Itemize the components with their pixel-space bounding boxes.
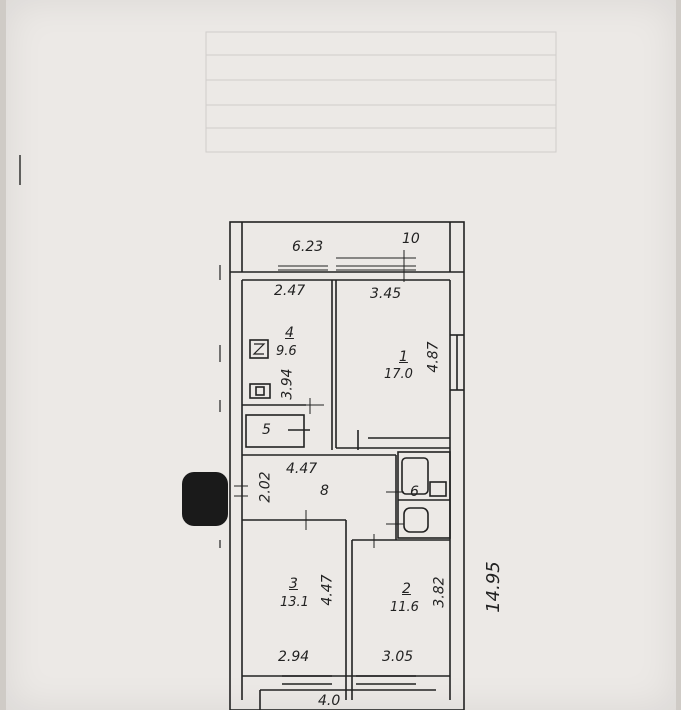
room-2-depth: 3.82 — [431, 576, 448, 608]
room-4-number: 4 — [285, 325, 294, 341]
hall-width: 4.47 — [286, 461, 318, 477]
stove-icon — [249, 339, 269, 359]
room-2-width: 3.05 — [382, 649, 414, 665]
room-3-area: 13.1 — [280, 595, 309, 610]
scanned-sheet: 6.23 10 2.47 4 9.6 3.94 3.45 1 17.0 4.87… — [6, 0, 676, 710]
window-top — [278, 250, 416, 282]
balcony-top-width: 6.23 — [292, 239, 324, 255]
hall-depth: 2.02 — [257, 471, 274, 503]
balcony-top-number: 10 — [402, 231, 420, 247]
room-2-area: 11.6 — [390, 600, 419, 615]
room-2-number: 2 — [402, 581, 411, 597]
faded-stamp-table — [205, 31, 557, 153]
door-marks — [234, 398, 404, 548]
room-3-width: 2.94 — [278, 649, 310, 665]
room-3-number: 3 — [289, 576, 298, 592]
room-1-width: 3.45 — [370, 286, 402, 302]
floor-plan — [19, 31, 557, 710]
balcony-bottom-width: 4.0 — [318, 693, 341, 709]
room-5-number: 5 — [262, 422, 271, 438]
room-1-depth: 4.87 — [425, 341, 442, 373]
room-6-number: 6 — [410, 484, 419, 500]
overall-length: 14.95 — [482, 561, 504, 613]
room-4-area: 9.6 — [276, 344, 297, 359]
hall-number: 8 — [320, 483, 329, 499]
room-4-depth: 3.94 — [279, 368, 296, 400]
room-1-area: 17.0 — [384, 367, 413, 382]
redaction-mark — [182, 472, 228, 526]
room-4-width: 2.47 — [274, 283, 306, 299]
sink-icon — [249, 383, 271, 399]
room-1-number: 1 — [399, 349, 408, 365]
room-3-depth: 4.47 — [319, 574, 336, 606]
